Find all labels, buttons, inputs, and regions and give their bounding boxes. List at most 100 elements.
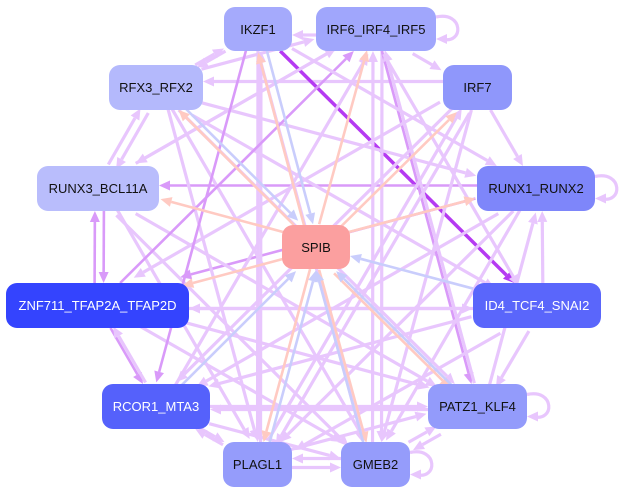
edge-id4-to-rcor1 <box>208 315 472 389</box>
edge-patz1-to-gmeb2 <box>412 432 442 451</box>
edge-znf711-to-patz1 <box>183 320 430 390</box>
node-runx1-runx2[interactable]: RUNX1_RUNX2 <box>477 166 595 211</box>
arrowhead-icon <box>208 378 221 389</box>
edge-line <box>265 268 312 432</box>
edge-line <box>360 257 474 290</box>
arrowhead-icon <box>367 50 378 63</box>
arrowhead-icon <box>116 156 126 169</box>
node-rfx3-rfx2[interactable]: RFX3_RFX2 <box>109 65 203 110</box>
self-loop-patz1 <box>526 392 551 419</box>
self-loop-irf6 <box>435 14 460 42</box>
edge-line <box>205 212 500 383</box>
edge-irf6-to-runx3 <box>135 47 337 164</box>
edge-line <box>339 118 450 229</box>
arrowhead-icon <box>528 212 538 225</box>
edge-line <box>303 331 502 447</box>
arrowhead-icon <box>302 37 315 47</box>
node-plagl1[interactable]: PLAGL1 <box>223 442 292 487</box>
edge-irf7-to-rfx3 <box>203 76 443 87</box>
arrowhead-icon <box>154 370 164 383</box>
arrowhead-icon <box>189 303 200 314</box>
arrowhead-icon <box>280 430 292 442</box>
arrowhead-icon <box>342 51 354 63</box>
edge-irf6-to-ikzf1 <box>292 30 316 40</box>
arrowhead-icon <box>336 271 348 283</box>
edge-line <box>421 432 442 447</box>
arrowhead-icon <box>350 253 362 264</box>
edge-line <box>117 335 147 384</box>
arrowhead-icon <box>178 110 190 122</box>
edge-line <box>317 60 366 225</box>
arrowhead-icon <box>537 210 548 222</box>
arrowhead-icon <box>159 180 170 191</box>
arrowhead-icon <box>160 197 173 207</box>
node-gmeb2[interactable]: GMEB2 <box>341 442 410 487</box>
node-runx3-bcl11a[interactable]: RUNX3_BCL11A <box>37 166 159 211</box>
self-loop-runx1 <box>594 174 619 201</box>
edge-rfx3-to-ikzf1 <box>194 48 224 67</box>
edge-rcor1-to-spib <box>179 271 297 388</box>
edge-line <box>290 415 417 452</box>
edge-ikzf1-to-spib <box>265 49 316 225</box>
node-patz1-klf4[interactable]: PATZ1_KLF4 <box>428 384 527 429</box>
edge-line <box>540 221 545 283</box>
edge-id4-to-spib <box>350 253 474 290</box>
node-spib[interactable]: SPIB <box>282 225 350 269</box>
edge-plagl1-to-irf7 <box>266 108 462 442</box>
edge-line <box>181 104 292 214</box>
arrowhead-icon <box>414 411 427 422</box>
arrowhead-icon <box>463 196 476 207</box>
arrowhead-icon <box>133 267 146 278</box>
edge-line <box>205 49 227 64</box>
arrowhead-icon <box>410 469 421 480</box>
arrowhead-icon <box>261 430 272 442</box>
node-ikzf1[interactable]: IKZF1 <box>224 7 292 51</box>
arrowhead-icon <box>195 429 208 439</box>
edge-line <box>166 108 256 431</box>
edge-gmeb2-to-spib <box>314 270 365 444</box>
edge-line <box>259 62 306 227</box>
arrowhead-icon <box>113 326 123 339</box>
edge-line <box>119 57 347 284</box>
edge-runx3-to-rfx3 <box>106 108 141 166</box>
node-znf711-tfap2a-tfap2d[interactable]: ZNF711_TFAP2A_TFAP2D <box>6 283 189 328</box>
arrowhead-icon <box>445 112 457 124</box>
arrowhead-icon <box>203 76 214 87</box>
edge-spib-to-rfx3 <box>178 110 295 226</box>
edge-line <box>348 199 466 234</box>
edge-line <box>268 280 315 444</box>
edge-line <box>407 430 428 444</box>
node-rcor1-mta3[interactable]: RCOR1_MTA3 <box>102 384 210 429</box>
arrowhead-icon <box>98 272 109 284</box>
edge-line <box>489 109 519 158</box>
edge-rfx3-to-spib <box>181 104 299 221</box>
node-irf7[interactable]: IRF7 <box>443 65 512 110</box>
self-loop-gmeb2 <box>409 450 434 477</box>
edge-ikzf1-to-runx1 <box>291 47 497 166</box>
edge-line <box>265 49 312 214</box>
edge-line <box>218 315 472 386</box>
node-irf6-irf4-irf5[interactable]: IRF6_IRF4_IRF5 <box>316 7 436 51</box>
edge-spib-to-irf7 <box>339 112 457 229</box>
edge-line <box>266 117 458 442</box>
arrowhead-icon <box>89 210 100 223</box>
edge-plagl1-to-gmeb2 <box>292 462 341 473</box>
edge-spib-to-runx1 <box>348 196 476 234</box>
edge-line <box>333 272 444 382</box>
edge-spib-to-irf6 <box>317 50 369 225</box>
arrowhead-icon <box>513 153 523 166</box>
edge-line <box>411 52 433 67</box>
arrowhead-icon <box>292 30 303 40</box>
arrowhead-icon <box>412 440 425 451</box>
edge-line <box>382 53 515 278</box>
arrowhead-icon <box>451 108 462 121</box>
edge-znf711-to-irf6 <box>119 51 354 284</box>
edge-line <box>172 62 365 388</box>
edge-patz1-to-rcor1 <box>210 404 428 415</box>
edge-gmeb2-to-irf6 <box>367 50 378 442</box>
edge-line <box>137 324 334 439</box>
edge-line <box>286 209 515 436</box>
arrowhead-icon <box>424 426 437 437</box>
node-id4-tcf4-snai2[interactable]: ID4_TCF4_SNAI2 <box>473 283 601 328</box>
